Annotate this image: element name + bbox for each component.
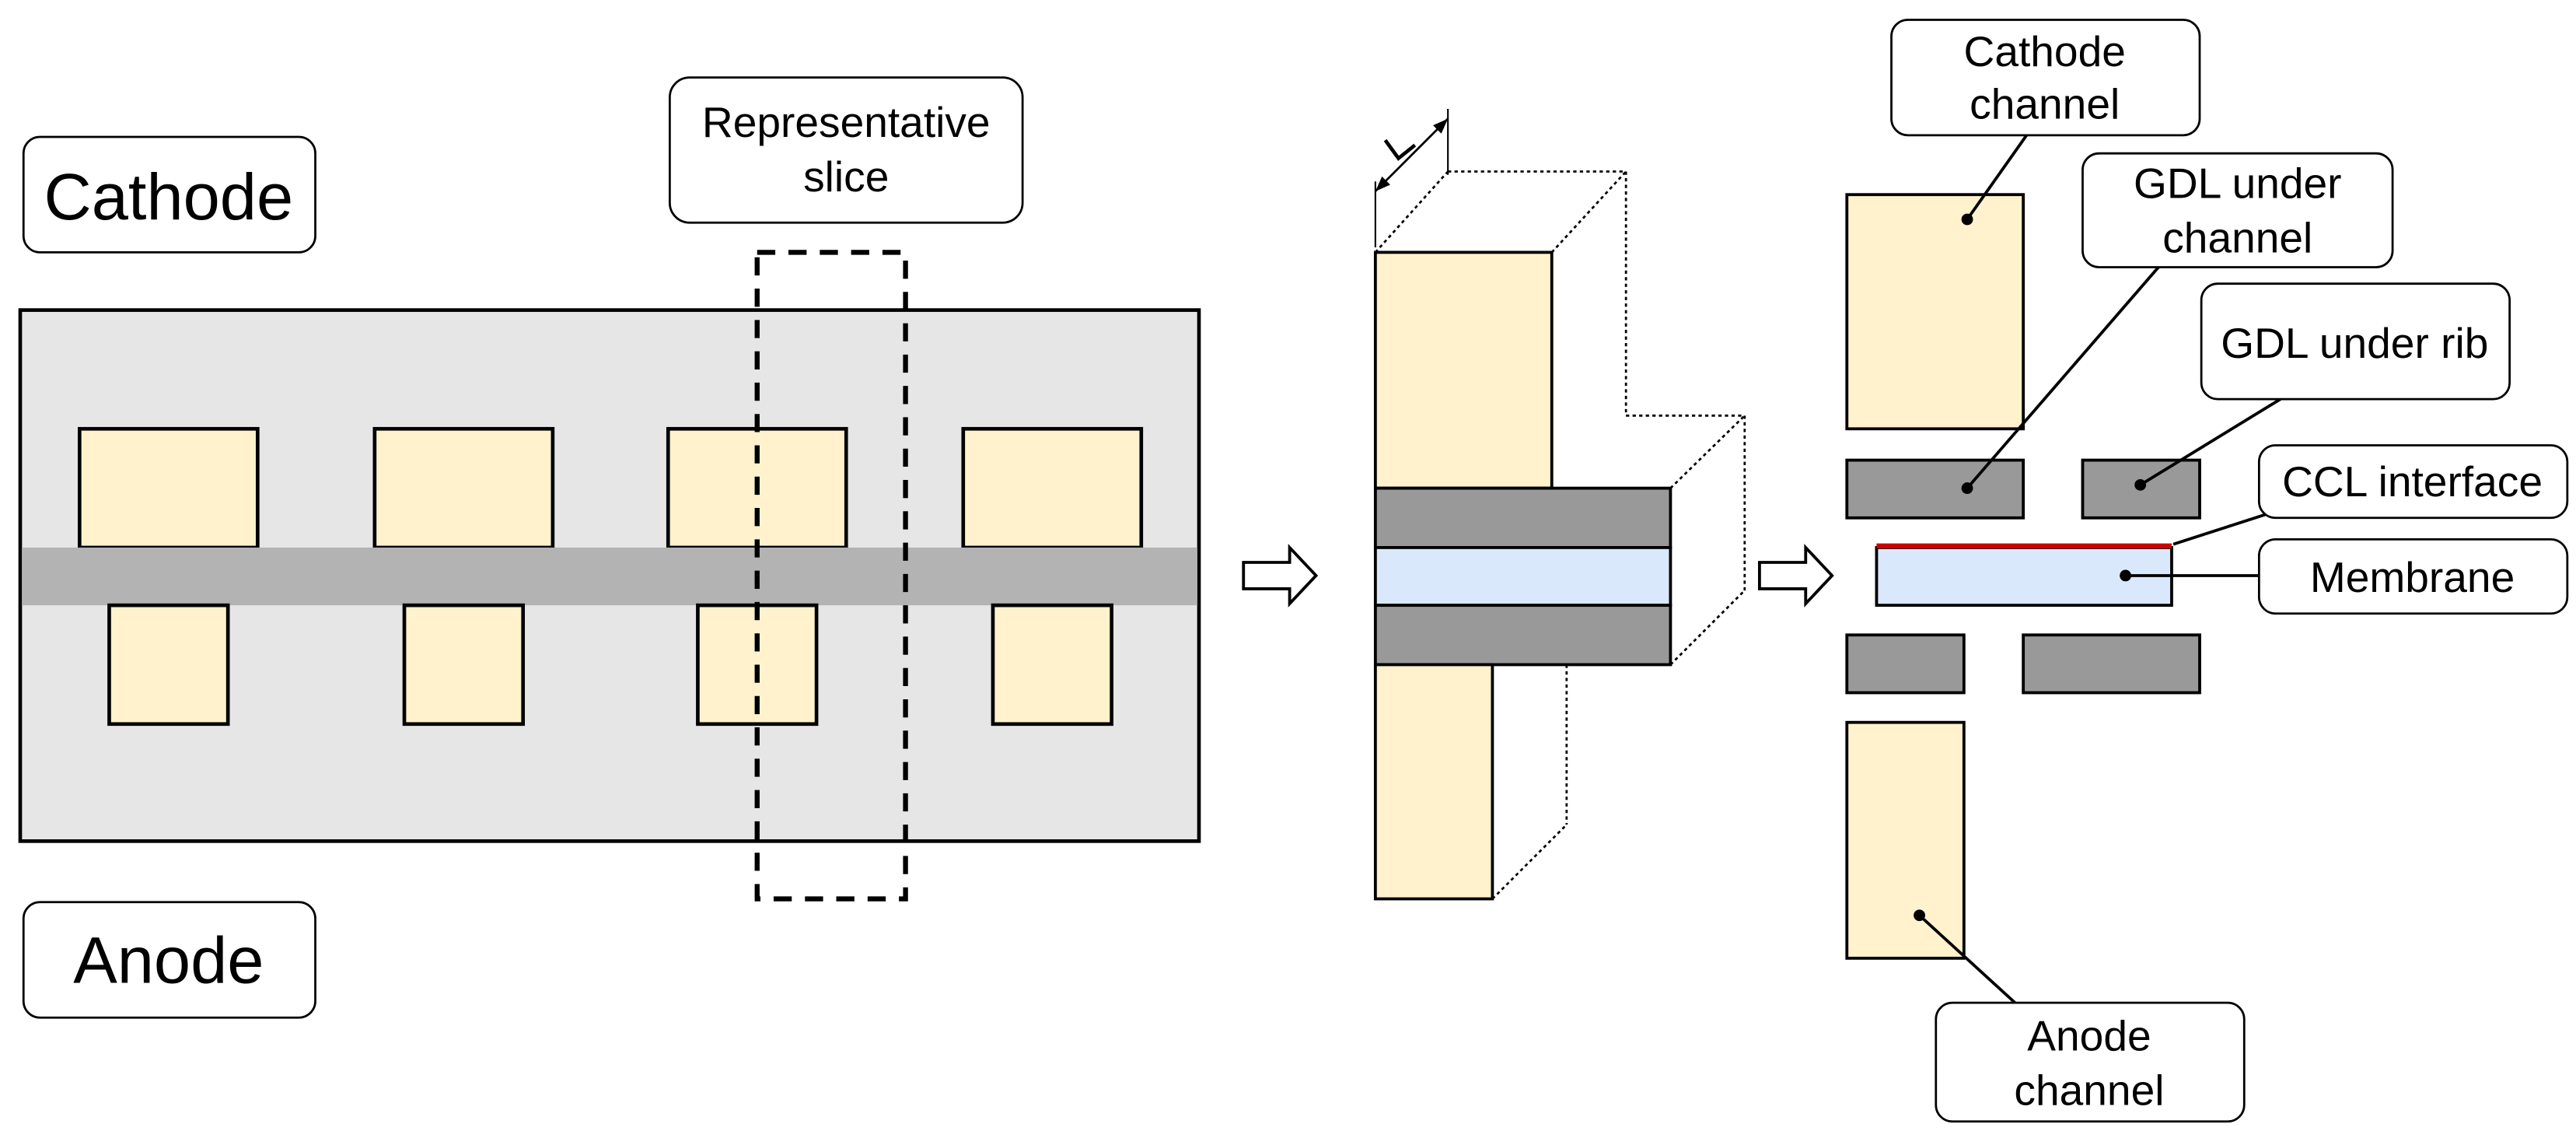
cathode-label: Cathode [44, 159, 294, 233]
slice-3d-view [1373, 108, 1746, 901]
representative-slice-outline [754, 250, 908, 902]
membrane-band [22, 547, 1197, 606]
membrane-front [1373, 546, 1672, 608]
anode-gdl-left-block [1845, 633, 1966, 695]
thickness-symbol-L [1383, 138, 1417, 161]
ccl-interface-label: CCL interface [2282, 457, 2543, 506]
anode-channel-block [1845, 720, 1966, 960]
anode-channel-label-line1: Anode [2027, 1012, 2151, 1060]
cathode-channel-label-box: Cathode channel [1890, 19, 2201, 137]
anode-channel-4 [991, 603, 1113, 727]
gdl-under-channel-label-line1: GDL under [2134, 159, 2342, 207]
representative-slice-label-line2: slice [803, 152, 889, 201]
anode-gdl-front [1373, 604, 1672, 667]
right-arrow-icon [1757, 544, 1834, 608]
gdl-under-rib-label-box: GDL under rib [2200, 282, 2511, 401]
ccl-interface-label-box: CCL interface [2257, 444, 2569, 520]
anode-label-box: Anode [22, 901, 316, 1019]
exploded-components [1845, 134, 2281, 1004]
cathode-channel-front [1373, 250, 1554, 490]
leader-dots [1914, 213, 2147, 922]
cathode-label-box: Cathode [22, 135, 316, 254]
anode-gdl-right-block [2022, 633, 2201, 695]
cathode-channel-block [1845, 193, 2025, 431]
cathode-channel-1 [77, 426, 260, 550]
gdl-under-channel-label-line2: channel [2162, 213, 2312, 261]
anode-label: Anode [73, 923, 264, 997]
anode-channel-front [1373, 663, 1494, 901]
membrane-label-box: Membrane [2257, 537, 2569, 615]
anode-channel-2 [402, 603, 526, 727]
thickness-dimension [1374, 108, 1449, 248]
representative-slice-label-box: Representative slice [669, 76, 1024, 224]
anode-channel-label-line2: channel [2014, 1066, 2164, 1115]
cell-cross-section [18, 250, 1201, 902]
cathode-channel-label-line1: Cathode [1964, 27, 2126, 75]
cathode-gdl-front [1373, 486, 1672, 549]
cathode-channel-2 [372, 426, 555, 550]
gdl-under-channel-block [1845, 458, 2025, 520]
gdl-under-channel-label-box: GDL under channel [2081, 152, 2394, 268]
membrane-label: Membrane [2310, 553, 2515, 601]
cathode-channel-label-line2: channel [1970, 80, 2120, 128]
anode-channel-1 [107, 603, 230, 727]
representative-slice-label-line1: Representative [702, 98, 991, 146]
leader-lines [1918, 134, 2281, 1004]
gdl-under-rib-label: GDL under rib [2221, 319, 2488, 367]
cathode-channel-4 [961, 426, 1144, 550]
anode-channel-label-box: Anode channel [1935, 1001, 2246, 1123]
right-arrow-icon [1242, 544, 1319, 608]
